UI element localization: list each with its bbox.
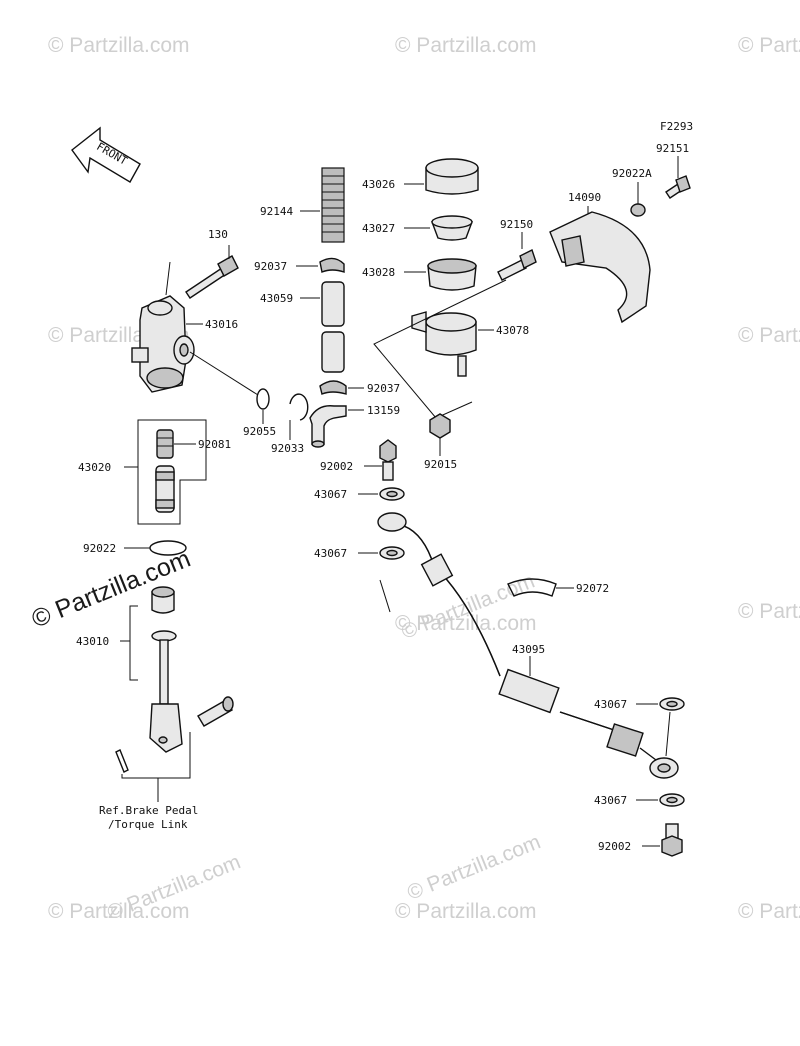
part-label-92002-lower: 92002 bbox=[598, 840, 631, 853]
part-label-43067-b: 43067 bbox=[314, 547, 347, 560]
washer-hole bbox=[666, 796, 678, 804]
watermark: © Partzilla.com bbox=[738, 900, 800, 923]
part-label-43067-c: 43067 bbox=[594, 698, 627, 711]
part-label-43027: 43027 bbox=[362, 222, 395, 235]
part-label-43067-a: 43067 bbox=[314, 488, 347, 501]
clamp-92037-upper bbox=[319, 257, 345, 273]
watermark: © Partzilla.com bbox=[738, 600, 800, 623]
washer-hole bbox=[386, 549, 398, 557]
part-label-13159: 13159 bbox=[367, 404, 400, 417]
bolt-130 bbox=[185, 255, 239, 299]
watermark: © Partzilla.com bbox=[738, 34, 800, 57]
banjo-bolt-92002-upper bbox=[379, 439, 397, 481]
ref-note-line2: /Torque Link bbox=[108, 818, 188, 831]
part-label-92081: 92081 bbox=[198, 438, 231, 451]
watermark: © Partzilla.com bbox=[395, 34, 537, 57]
part-label-92033: 92033 bbox=[271, 442, 304, 455]
part-label-92002-upper: 92002 bbox=[320, 460, 353, 473]
part-label-43078: 43078 bbox=[496, 324, 529, 337]
part-label-92151: 92151 bbox=[656, 142, 689, 155]
part-label-43020: 43020 bbox=[78, 461, 111, 474]
watermark-group: © Partzilla.com © Partzilla.com © Partzi… bbox=[28, 34, 800, 925]
part-label-43010: 43010 bbox=[76, 635, 109, 648]
watermark: © Partzilla.com bbox=[48, 900, 190, 923]
watermark: © Partzilla.com bbox=[395, 900, 537, 923]
part-label-14090: 14090 bbox=[568, 191, 601, 204]
watermark: © Partzilla.com bbox=[738, 324, 800, 347]
clamp-92037-lower bbox=[319, 380, 347, 395]
cap-43026 bbox=[425, 158, 479, 195]
watermark: © Partzilla.com bbox=[395, 612, 537, 635]
part-label-92144: 92144 bbox=[260, 205, 293, 218]
part-label-43026: 43026 bbox=[362, 178, 395, 191]
part-label-130: 130 bbox=[208, 228, 228, 241]
part-label-92150: 92150 bbox=[500, 218, 533, 231]
part-label-43095: 43095 bbox=[512, 643, 545, 656]
washer-hole bbox=[666, 700, 678, 708]
washer-92022A bbox=[630, 203, 646, 217]
part-label-92022A: 92022A bbox=[612, 167, 652, 180]
clamp-92072 bbox=[507, 578, 557, 597]
push-rod-43010 bbox=[115, 586, 234, 773]
part-label-92037-lower: 92037 bbox=[367, 382, 400, 395]
elbow-13159 bbox=[309, 405, 347, 448]
washer-hole bbox=[386, 490, 398, 498]
ref-note-line1: Ref.Brake Pedal bbox=[99, 804, 198, 817]
bolt-92150 bbox=[497, 249, 537, 281]
leader-line bbox=[165, 261, 171, 296]
banjo-bolt-92002-lower bbox=[661, 823, 683, 857]
part-label-43016: 43016 bbox=[205, 318, 238, 331]
plate-43027 bbox=[430, 215, 474, 241]
part-label-92022: 92022 bbox=[83, 542, 116, 555]
spring-92144 bbox=[321, 167, 345, 243]
part-label-43067-d: 43067 bbox=[594, 794, 627, 807]
leader-line bbox=[189, 351, 259, 396]
part-label-43059: 43059 bbox=[260, 292, 293, 305]
hose-43059 bbox=[321, 281, 345, 373]
watermark: © Partzilla.com bbox=[48, 34, 190, 57]
o-ring-92055 bbox=[256, 388, 270, 410]
part-label-92072: 92072 bbox=[576, 582, 609, 595]
group-bracket-ref bbox=[121, 732, 191, 779]
nut-92015 bbox=[429, 413, 451, 439]
reservoir-43078 bbox=[411, 311, 477, 377]
diaphragm-43028 bbox=[427, 258, 477, 291]
piston-92081 bbox=[156, 429, 174, 459]
part-label-92015: 92015 bbox=[424, 458, 457, 471]
brake-hose-43095 bbox=[377, 512, 679, 779]
guard-14090 bbox=[549, 211, 651, 324]
circlip-92033 bbox=[289, 393, 309, 421]
group-bracket-43010 bbox=[129, 605, 138, 681]
part-label-92055: 92055 bbox=[243, 425, 276, 438]
bolt-92151 bbox=[665, 175, 691, 199]
piston-assembly bbox=[155, 465, 175, 513]
master-cylinder-43016 bbox=[131, 295, 195, 393]
figure-code: F2293 bbox=[660, 120, 693, 133]
group-bracket-43020 bbox=[137, 419, 207, 525]
watermark: © Partzilla.com bbox=[404, 830, 544, 904]
part-label-43028: 43028 bbox=[362, 266, 395, 279]
part-label-92037-upper: 92037 bbox=[254, 260, 287, 273]
front-arrow-icon: FRONT bbox=[71, 126, 141, 183]
leader-line bbox=[665, 711, 671, 757]
leader-line bbox=[373, 279, 507, 419]
leader-line bbox=[379, 579, 391, 613]
